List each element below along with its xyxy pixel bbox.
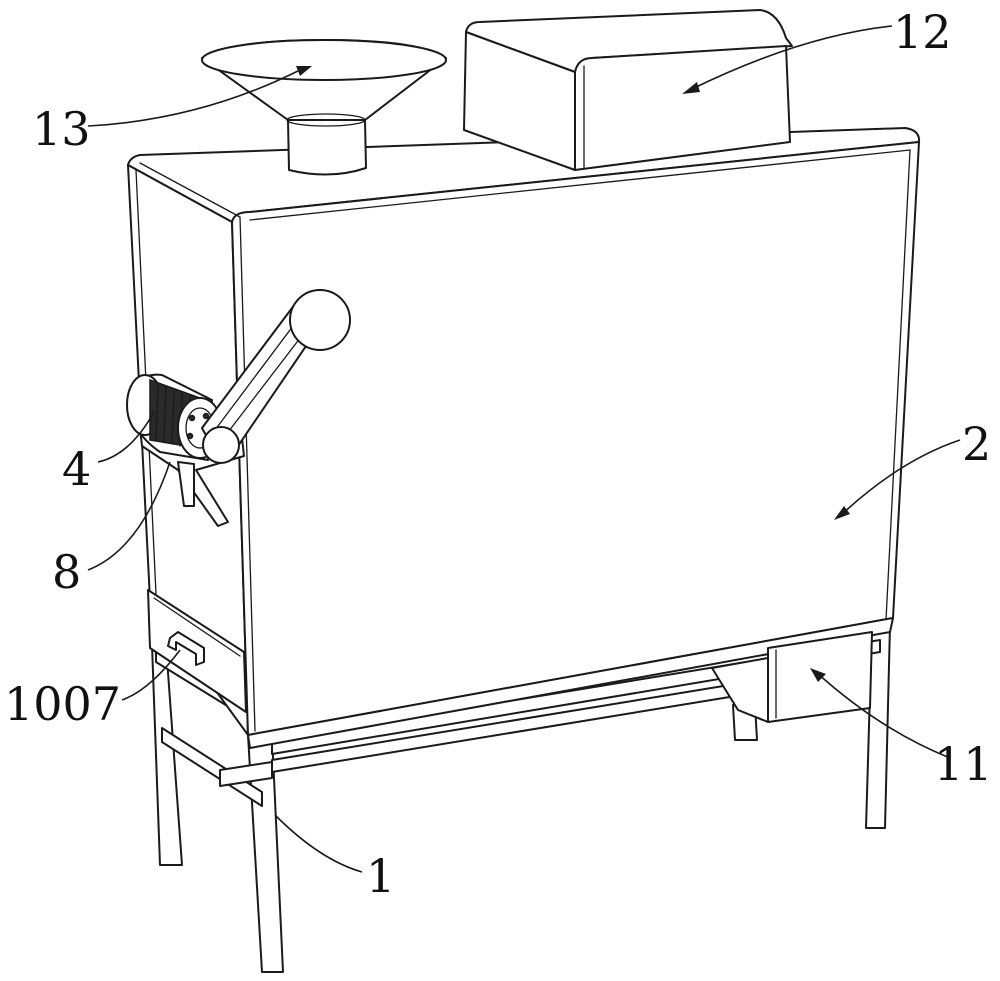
label-1: 1 [366,849,395,903]
leader-1 [275,815,362,872]
upper-pulley [290,290,350,350]
label-12: 12 [893,5,952,59]
top-box [464,10,792,170]
label-4: 4 [62,442,91,496]
hopper-neck [288,120,366,175]
label-11: 11 [934,737,993,791]
label-8: 8 [52,545,81,599]
lower-pulley [203,427,239,463]
label-13: 13 [32,102,91,156]
hopper-rim [202,40,446,80]
label-2: 2 [962,417,991,471]
label-1007: 1007 [4,677,121,731]
